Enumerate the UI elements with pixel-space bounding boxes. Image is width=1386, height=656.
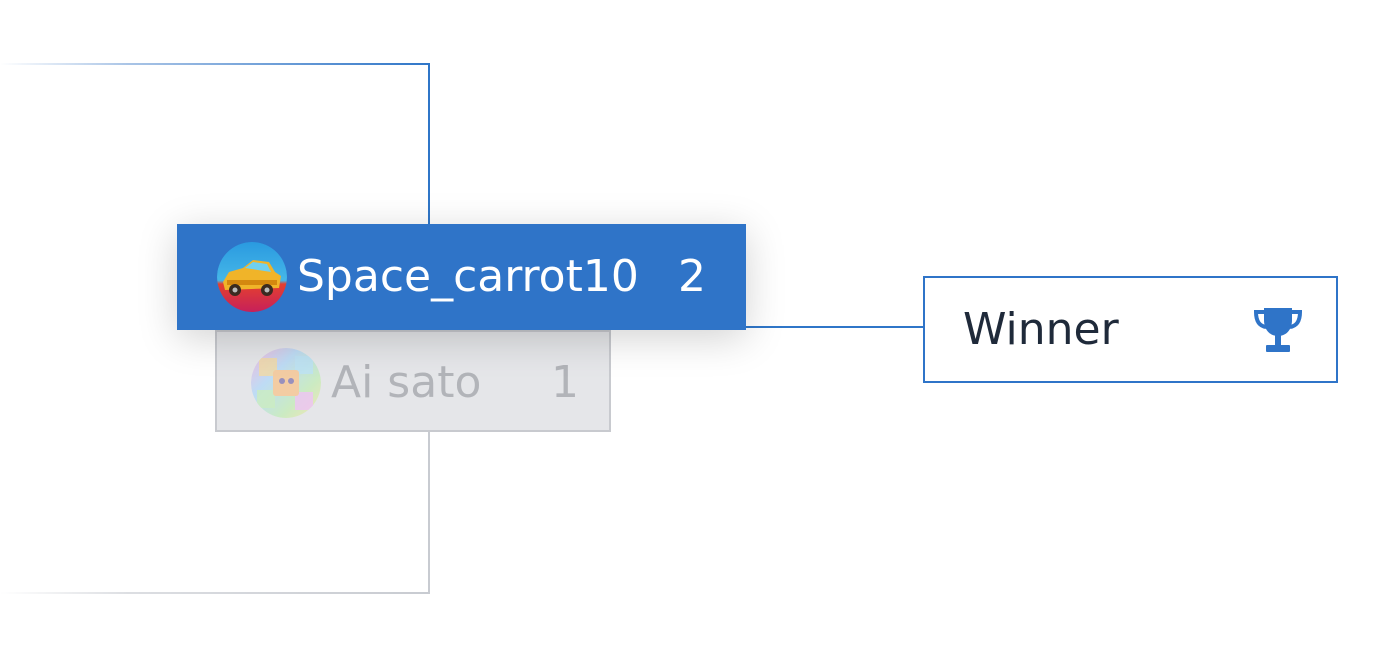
player-name: Ai sato xyxy=(331,357,482,408)
match-player-winner[interactable]: Space_carrot10 2 xyxy=(177,224,746,330)
player-score: 2 xyxy=(678,251,706,302)
puzzle-avatar-icon xyxy=(251,348,321,418)
bracket-winner-slot[interactable]: Winner xyxy=(923,276,1338,383)
player-name: Space_carrot10 xyxy=(297,251,639,302)
bracket-connector-top-horizontal xyxy=(0,63,430,65)
bracket-connector-top-vertical xyxy=(428,63,430,225)
bracket-connector-to-winner xyxy=(745,326,925,328)
car-avatar-icon xyxy=(217,242,287,312)
bracket-connector-bottom-horizontal xyxy=(0,592,430,594)
winner-label: Winner xyxy=(963,303,1119,355)
bracket-connector-bottom-vertical xyxy=(428,432,430,594)
match-player-loser[interactable]: Ai sato 1 xyxy=(215,330,611,432)
player-score: 1 xyxy=(551,357,579,408)
trophy-icon xyxy=(1250,302,1306,358)
